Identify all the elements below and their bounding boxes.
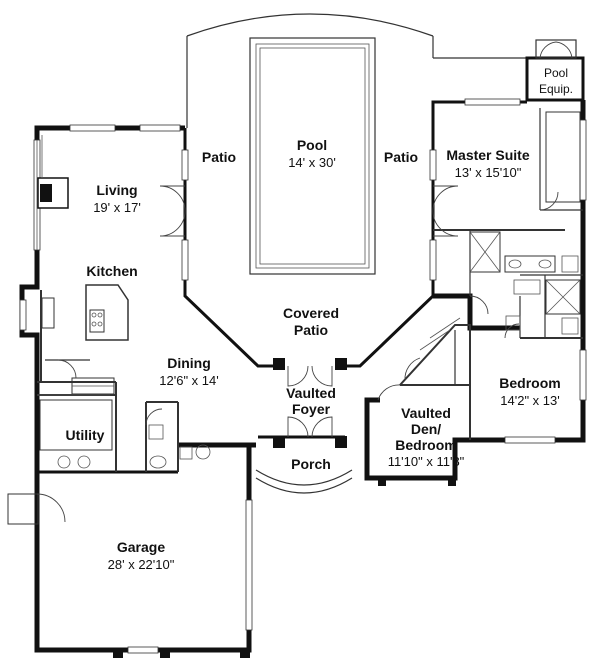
dining-label: Dining — [167, 355, 211, 371]
utility-label: Utility — [66, 427, 105, 443]
hall-shower — [545, 279, 581, 315]
doors — [36, 185, 559, 523]
washer — [57, 455, 71, 469]
sink — [149, 455, 167, 469]
room-labels: Pool 14' x 30' Patio Patio Pool Equip. M… — [66, 66, 573, 572]
fireplace — [37, 177, 69, 209]
living-dimensions: 19' x 17' — [93, 200, 141, 215]
covered-patio-label-2: Patio — [294, 322, 328, 338]
foyer-label-2: Foyer — [292, 401, 331, 417]
windows — [19, 98, 587, 654]
fixtures — [7, 111, 581, 525]
dryer — [77, 455, 91, 469]
tub — [545, 111, 581, 203]
toilet — [148, 424, 164, 440]
dining-dimensions: 12'6" x 14' — [159, 373, 218, 388]
den-label-3: Bedroom — [395, 437, 456, 453]
utility-counter — [39, 399, 113, 451]
porch-label: Porch — [291, 456, 331, 472]
pool-courtyard — [186, 13, 527, 275]
bedroom-dimensions: 14'2" x 13' — [500, 393, 559, 408]
living-label: Living — [96, 182, 137, 198]
den-label-1: Vaulted — [401, 405, 451, 421]
pool-equip-label-2: Equip. — [539, 82, 573, 96]
cooktop — [89, 309, 105, 333]
entry-stoop — [7, 493, 39, 525]
patio-left-label: Patio — [202, 149, 236, 165]
pool-dimensions: 14' x 30' — [288, 155, 336, 170]
master-suite-dimensions: 13' x 15'10" — [455, 165, 522, 180]
columns — [113, 358, 456, 658]
patio-right-label: Patio — [384, 149, 418, 165]
kitchen-island — [85, 284, 129, 341]
den-label-2: Den/ — [411, 421, 441, 437]
garage-label: Garage — [117, 539, 165, 555]
foyer-label-1: Vaulted — [286, 385, 336, 401]
courtyard-curved-wall — [186, 13, 434, 37]
garage-dimensions: 28' x 22'10" — [108, 557, 175, 572]
vanity — [504, 255, 556, 273]
master-suite-label: Master Suite — [446, 147, 529, 163]
kitchen-sink — [41, 297, 55, 329]
master-toilet — [561, 255, 579, 273]
den-dimensions: 11'10" x 11'8" — [388, 454, 465, 469]
water-heater — [195, 444, 211, 460]
pool-equipment-room — [525, 39, 585, 102]
covered-patio-label-1: Covered — [283, 305, 339, 321]
pool-label: Pool — [297, 137, 327, 153]
pool-outline — [249, 37, 376, 275]
pool-equip-label-1: Pool — [544, 66, 568, 80]
kitchen-label: Kitchen — [86, 263, 137, 279]
shower — [469, 231, 501, 273]
bedroom-label: Bedroom — [499, 375, 560, 391]
pool-inner-edge — [255, 43, 370, 269]
